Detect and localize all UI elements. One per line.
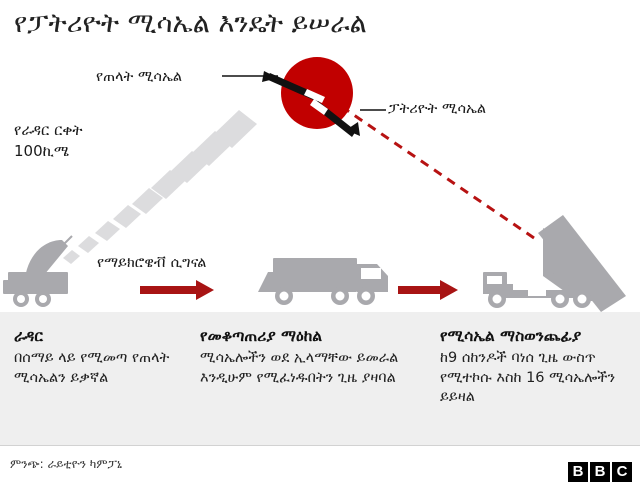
missile-icon <box>310 99 360 137</box>
label-patriot-missile: ፓትሪዮት ሚሳኤል <box>388 101 487 117</box>
explosion-burst-icon <box>281 57 353 129</box>
page-title: የፓትሪዮት ሚሳኤል እንዴት ይሠራል <box>14 8 367 39</box>
right-arrow-icon <box>398 280 458 300</box>
bbc-logo-letter: B <box>568 462 588 482</box>
column-heading: የሚሳኤል ማስወንጨፊያ <box>440 327 582 345</box>
bbc-logo-letter: C <box>612 462 632 482</box>
column-body: በሰማይ ላይ የሚመጣ የጠላት ሚሳኤልን ይቃኛል <box>14 350 170 386</box>
bbc-logo: B B C <box>568 462 632 482</box>
column-body: ከ9 ሰከንዶች ባነሰ ጊዜ ውስጥ የሚተኮሱ እስከ 16 ሚሳኤሎችን … <box>440 350 616 405</box>
column-radar: ራዳር በሰማይ ላይ የሚመጣ የጠላት ሚሳኤልን ይቃኛል <box>14 326 194 388</box>
dashed-trajectory-line <box>347 109 535 240</box>
right-arrow-icon <box>140 280 214 300</box>
label-microwave-signal: የማይክሮዌቭ ሲግናል <box>97 255 207 271</box>
footer-bar <box>0 445 640 487</box>
column-body: ሚሳኤሎችን ወደ ኢላማቸው ይመራል እንዲሁም የሚፈነዱበትን ጊዜ ያ… <box>200 350 399 386</box>
column-launcher: የሚሳኤል ማስወንጨፊያ ከ9 ሰከንዶች ባነሰ ጊዜ ውስጥ የሚተኮሱ … <box>440 326 636 408</box>
label-radar-range: የራዳር ርቀት 100ኪሜ <box>14 121 83 160</box>
column-heading: ራዳር <box>14 327 43 345</box>
column-heading: የመቆጣጠሪያ ማዕከል <box>200 327 323 345</box>
bbc-logo-letter: B <box>590 462 610 482</box>
radar-truck-icon <box>3 235 73 307</box>
source-attribution: ምንጭ: ራይቲዮን ካምፓኒ <box>10 457 123 471</box>
radar-beam-icon <box>63 110 257 264</box>
box-truck-icon <box>258 258 388 305</box>
explanation-panel: ራዳር በሰማይ ላይ የሚመጣ የጠላት ሚሳኤልን ይቃኛል የመቆጣጠሪያ… <box>0 312 640 445</box>
scene-illustration <box>3 57 626 312</box>
column-control-center: የመቆጣጠሪያ ማዕከል ሚሳኤሎችን ወደ ኢላማቸው ይመራል እንዲሁም … <box>200 326 430 388</box>
missile-launcher-truck-icon <box>483 215 626 312</box>
label-enemy-missile: የጠላት ሚሳኤል <box>96 69 183 85</box>
